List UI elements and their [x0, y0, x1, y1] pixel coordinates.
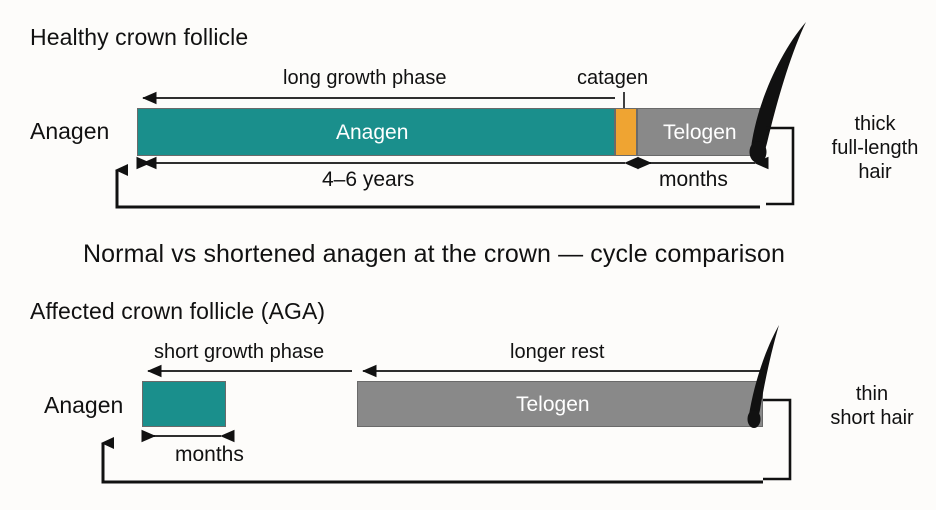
- bracket-outcome-healthy: [766, 126, 795, 206]
- bar-label-telogen-healthy: Telogen: [663, 121, 737, 144]
- bar-anagen-healthy: [137, 108, 615, 156]
- duration-label-months-healthy: months: [659, 168, 728, 191]
- bar-label-telogen-affected: Telogen: [516, 393, 590, 416]
- label-longer-rest: longer rest: [510, 341, 605, 363]
- outcome-label-healthy: thick full-length hair: [820, 112, 930, 184]
- bracket-outcome-affected: [763, 398, 792, 481]
- bar-telogen-affected: [357, 381, 763, 427]
- outcome-label-affected: thin short hair: [812, 382, 932, 430]
- bar-label-anagen-healthy: Anagen: [336, 121, 409, 144]
- bar-telogen-healthy: [637, 108, 760, 156]
- bar-catagen-healthy: [615, 108, 637, 156]
- label-short-growth-phase: short growth phase: [154, 341, 325, 363]
- label-long-growth-phase: long growth phase: [283, 67, 447, 89]
- duration-label-4-6-years: 4–6 years: [322, 168, 415, 191]
- panel-title-healthy: Healthy crown follicle: [30, 24, 249, 50]
- outcome-line-1: thin: [855, 383, 889, 405]
- panel-title-affected: Affected crown follicle (AGA): [30, 298, 326, 324]
- outcome-line-2: full-length: [831, 137, 919, 159]
- label-catagen: catagen: [577, 67, 649, 89]
- row-label-anagen-healthy: Anagen: [30, 118, 110, 144]
- bar-anagen-affected: [142, 381, 226, 427]
- row-label-anagen-affected: Anagen: [44, 392, 124, 418]
- duration-label-months-affected: months: [175, 443, 244, 466]
- outcome-line-3: hair: [858, 161, 892, 183]
- outcome-line-1: thick: [854, 113, 896, 135]
- outcome-line-2: short hair: [830, 407, 914, 429]
- main-title: Normal vs shortened anagen at the crown …: [83, 240, 785, 268]
